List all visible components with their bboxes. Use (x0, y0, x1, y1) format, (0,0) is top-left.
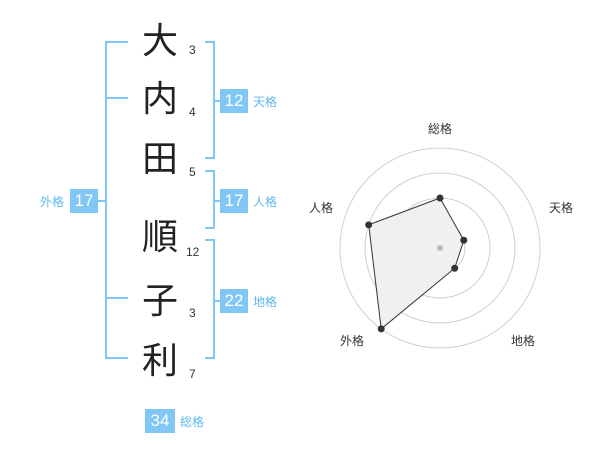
chikaku-value: 22 (220, 289, 248, 313)
chikaku-bracket-line (205, 239, 215, 359)
name-char-4: 順 (141, 217, 178, 258)
tenkaku-bracket (205, 41, 220, 159)
chikaku-bracket (205, 239, 220, 359)
gaikaku-bracket (98, 41, 128, 359)
radar-point (460, 236, 468, 244)
stroke-count-1: 3 (189, 43, 196, 57)
radar-value-polygon (368, 197, 465, 330)
tenkaku-value: 12 (220, 89, 248, 113)
radar-center-dot (437, 245, 443, 251)
name-char-5: 子 (141, 281, 178, 322)
stroke-count-5: 3 (189, 306, 196, 320)
jinkaku-bracket-line (205, 170, 215, 229)
radar-points (365, 194, 468, 333)
name-char-3: 田 (141, 139, 178, 180)
radar-label-chikaku: 地格 (511, 334, 536, 348)
radar-label-tenkaku: 天格 (549, 201, 574, 215)
soukaku-value: 34 (145, 409, 175, 433)
radar-ring (339, 147, 541, 349)
radar-point (436, 194, 444, 202)
name-char-2: 内 (141, 79, 178, 120)
radar-label-jinkaku: 人格 (309, 201, 334, 215)
jinkaku-value: 17 (220, 189, 248, 213)
gaikaku-value: 17 (70, 189, 98, 213)
stroke-count-6: 7 (189, 367, 196, 381)
radar-chart (339, 147, 541, 349)
stroke-count-2: 4 (189, 105, 196, 119)
radar-ring (364, 172, 516, 324)
radar-label-gaikaku: 外格 (340, 334, 365, 348)
gaikaku-label: 外格 (40, 195, 65, 209)
radar-point (365, 221, 373, 229)
stroke-count-4: 12 (186, 245, 200, 259)
stroke-count-3: 5 (189, 165, 196, 179)
name-char-6: 利 (141, 341, 178, 382)
gaikaku-bracket-line (105, 41, 128, 359)
chikaku-label: 地格 (253, 295, 278, 309)
jinkaku-label: 人格 (253, 195, 278, 209)
tenkaku-label: 天格 (253, 95, 278, 109)
radar-point (377, 325, 385, 333)
tenkaku-bracket-line (205, 41, 215, 159)
soukaku-label: 総格 (180, 415, 205, 429)
jinkaku-bracket (205, 170, 220, 229)
radar-point (451, 264, 459, 272)
name-char-1: 大 (141, 21, 178, 62)
radar-label-soukaku: 総格 (428, 122, 453, 136)
